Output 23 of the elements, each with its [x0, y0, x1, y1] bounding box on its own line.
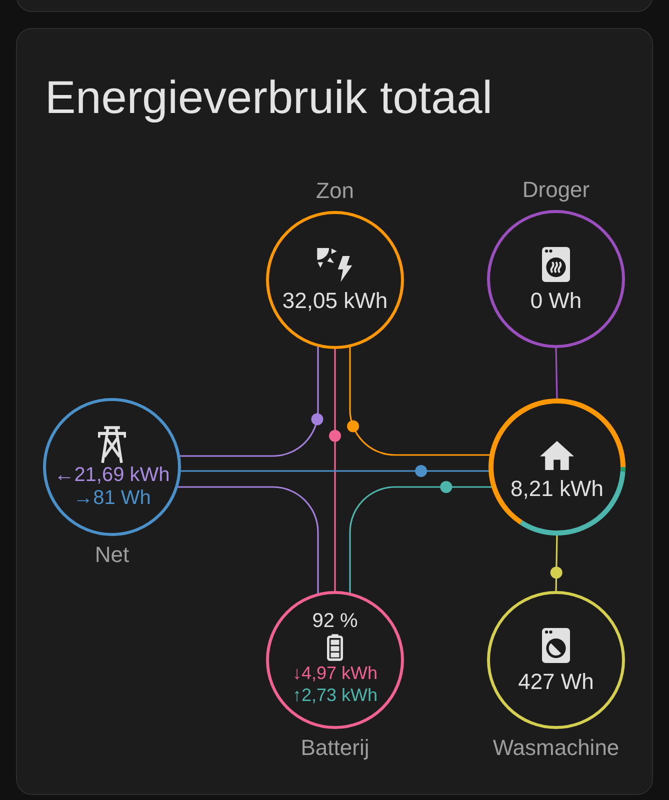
energy-value: →81 Wh: [73, 486, 151, 508]
node-label: Zon: [316, 178, 354, 204]
node-label: Batterij: [300, 735, 370, 761]
energy-value: 0 Wh: [530, 288, 582, 314]
flow-line: [179, 346, 319, 457]
node-label: Net: [94, 542, 130, 568]
charge-percentage: 92 %: [312, 610, 358, 632]
flow-line: [555, 534, 558, 592]
energy-value: ↑2,73 kWh: [292, 684, 378, 704]
energy-value: ↓4,97 kWh: [292, 662, 378, 682]
node-label: Wasmachine: [492, 735, 620, 761]
flow-line: [334, 348, 336, 592]
flow-line: [177, 486, 319, 594]
energy-value: 427 Wh: [518, 668, 594, 694]
card-title: Energieverbruik totaal: [45, 74, 492, 120]
flow-line: [180, 470, 490, 472]
flow-line: [349, 346, 490, 456]
flow-line: [349, 486, 492, 594]
node-label: Droger: [522, 177, 590, 203]
energy-value: ←21,69 kWh: [54, 464, 170, 486]
energy-value: 32,05 kWh: [282, 288, 388, 314]
flow-line: [555, 346, 558, 400]
energy-value: 8,21 kWh: [510, 476, 604, 502]
